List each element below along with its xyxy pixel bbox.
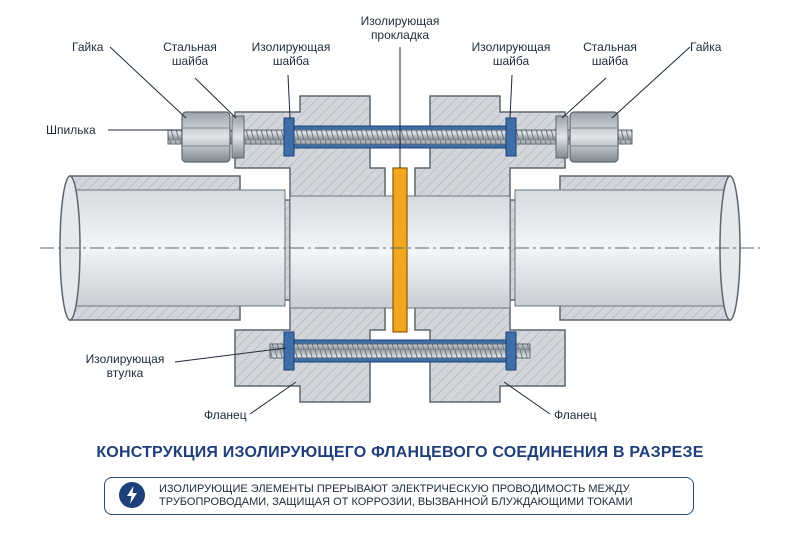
steel-washer-left [231,115,245,159]
steel-washer-right [555,115,569,159]
label-steel-washer-left: Стальная шайба [163,40,217,68]
label-nut-right: Гайка [690,40,722,54]
nut-left [181,111,231,163]
label-steel-washer-right: Стальная шайба [583,40,637,68]
insulating-gasket [392,167,408,333]
stud-bottom [269,343,531,359]
diagram-title: КОНСТРУКЦИЯ ИЗОЛИРУЮЩЕГО ФЛАНЦЕВОГО СОЕД… [96,444,704,461]
flange-cross-section-diagram [40,46,760,415]
insulating-washer-right-bottom [505,331,517,371]
nut-right [569,111,619,163]
label-flange-right: Фланец [554,408,597,422]
label-stud: Шпилька [46,123,96,137]
leader-lines [108,46,691,415]
label-insulating-washer-right: Изолирующая шайба [471,40,551,68]
info-note-text: ИЗОЛИРУЮЩИЕ ЭЛЕМЕНТЫ ПРЕРЫВАЮТ ЭЛЕКТРИЧЕ… [159,483,633,508]
info-note: ИЗОЛИРУЮЩИЕ ЭЛЕМЕНТЫ ПРЕРЫВАЮТ ЭЛЕКТРИЧЕ… [104,477,694,515]
label-insulating-gasket: Изолирующая прокладка [360,14,440,42]
label-insulating-washer-left: Изолирующая шайба [251,40,331,68]
insulating-washer-right-top [505,117,517,157]
insulating-washer-left-top [283,117,295,157]
insulating-washer-left-bottom [283,331,295,371]
label-insulating-sleeve: Изолирующая втулка [85,352,165,380]
lightning-icon [119,482,145,508]
label-flange-left: Фланец [204,408,247,422]
label-nut-left: Гайка [72,40,104,54]
